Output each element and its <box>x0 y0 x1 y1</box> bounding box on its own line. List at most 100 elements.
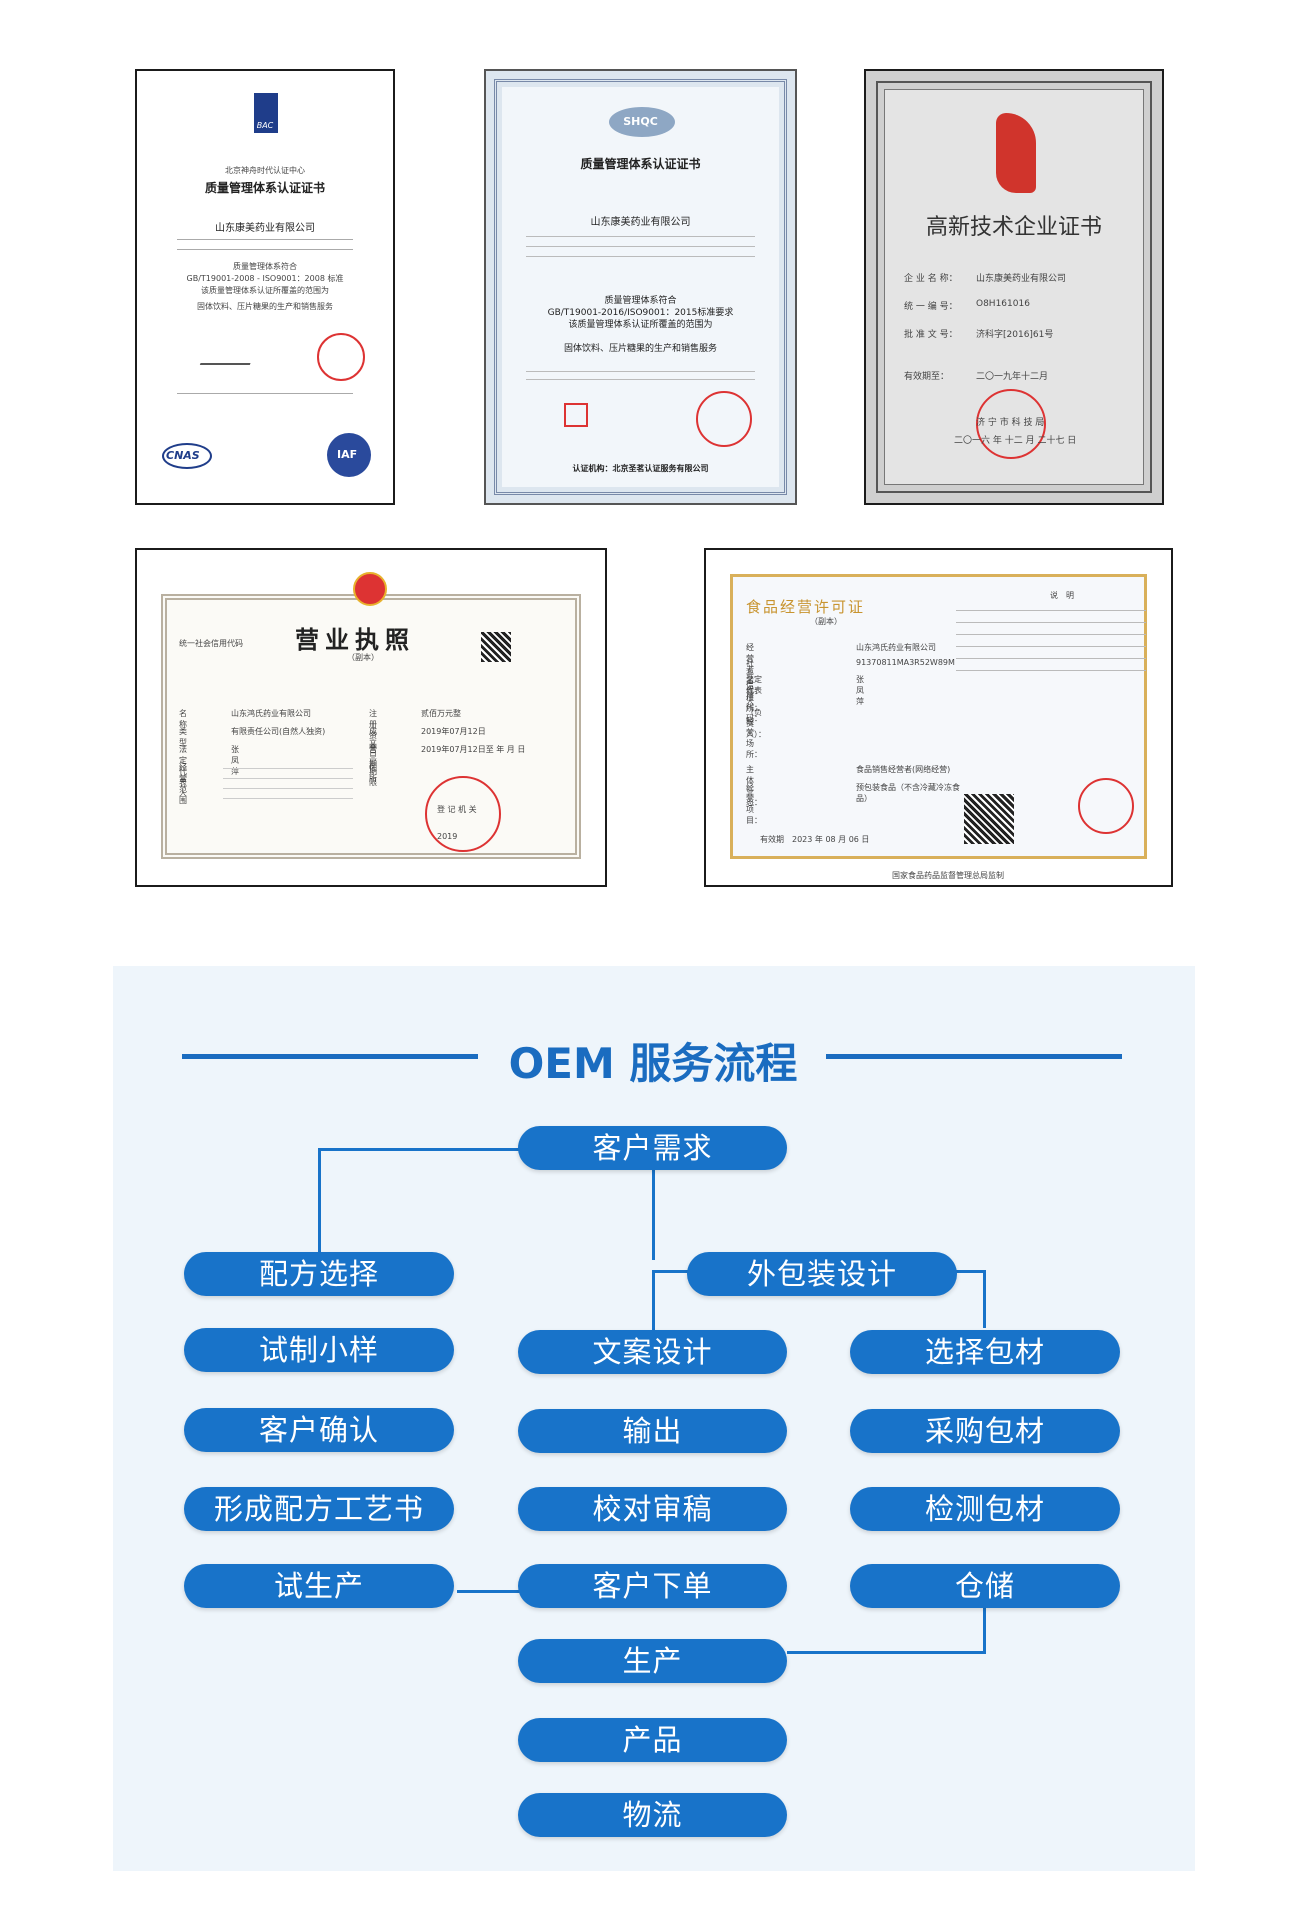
title-divider-left <box>182 1054 478 1059</box>
food-seal <box>1078 778 1134 834</box>
connector <box>318 1148 321 1252</box>
license-subtitle: （副本） <box>347 653 379 662</box>
bac-scope-intro: 该质量管理体系认证所覆盖的范围为 <box>201 286 329 295</box>
license-seal <box>425 776 501 852</box>
shqc-std-code: GB/T19001-2016/ISO9001：2015标准要求 <box>547 308 734 318</box>
shqc-scope: 固体饮料、压片糖果的生产和销售服务 <box>563 344 717 354</box>
title-divider-right <box>826 1054 1122 1059</box>
node-test-material: 检测包材 <box>850 1487 1120 1531</box>
flow-title: OEM 服务流程 <box>508 1039 798 1088</box>
license-row-label: 法定代表人 <box>179 745 187 798</box>
license-qr-code <box>481 632 511 662</box>
hightech-code: O8H161016 <box>976 299 1030 309</box>
iaf-text: IAF <box>337 448 358 461</box>
hightech-approval: 济科字[2016]61号 <box>976 330 1054 340</box>
hightech-code-label: 统 一 编 号： <box>904 302 958 312</box>
hightech-seal <box>976 389 1046 459</box>
connector <box>983 1606 986 1654</box>
connector <box>983 1270 986 1328</box>
bac-company: 山东康美药业有限公司 <box>215 223 315 234</box>
node-product: 产品 <box>518 1718 787 1762</box>
hightech-date: 二〇一六 年 十二 月 二十七 日 <box>954 436 1077 446</box>
license-row-label: 住 所 <box>369 763 393 783</box>
connector <box>955 1270 985 1273</box>
license-title: 营业执照 <box>295 626 415 654</box>
node-storage: 仓储 <box>850 1564 1120 1608</box>
node-package-design: 外包装设计 <box>687 1252 957 1296</box>
hightech-approval-label: 批 准 文 号： <box>904 330 958 340</box>
license-row-label: 类 型 <box>179 727 203 747</box>
license-row-value: 2019年07月12日 <box>421 727 486 736</box>
license-reg-year: 2019 <box>437 832 458 841</box>
node-copywriting: 文案设计 <box>518 1330 787 1374</box>
bac-scope: 固体饮料、压片糖果的生产和销售服务 <box>197 302 333 311</box>
food-row-label: 经 营 者 名 称： <box>746 643 762 696</box>
shqc-logo <box>609 107 675 137</box>
shqc-stamp <box>564 403 588 427</box>
iaf-logo <box>327 433 371 477</box>
bac-signature <box>199 353 255 365</box>
license-row-label: 经营范围 <box>179 763 187 805</box>
food-notes-title: 说 明 <box>1050 591 1074 600</box>
node-customer-order: 客户下单 <box>518 1564 787 1608</box>
shqc-issuer: 认证机构：北京圣茗认证服务有限公司 <box>572 464 709 473</box>
node-formula-selection: 配方选择 <box>184 1252 454 1296</box>
connector <box>652 1170 655 1260</box>
shqc-seal <box>696 391 752 447</box>
hightech-valid-label: 有效期至： <box>904 372 950 382</box>
food-row-label: 社 会 信 用 代 码： <box>746 659 762 723</box>
hightech-valid: 二〇一九年十二月 <box>976 372 1049 382</box>
node-purchase-material: 采购包材 <box>850 1409 1120 1453</box>
shqc-standard: 质量管理体系符合 <box>604 296 677 306</box>
license-row-value: 贰佰万元整 <box>421 709 461 718</box>
food-valid: 有效期 2023 年 08 月 06 日 <box>760 835 870 844</box>
license-row-value: 2019年07月12日至 年 月 日 <box>421 745 526 754</box>
license-row-label: 营业期限 <box>369 745 377 787</box>
license-row-value: 有限责任公司(自然人独资) <box>231 727 326 736</box>
bac-logo-text: BAC <box>256 121 274 130</box>
food-row-label: 法定代表人（负责人）： <box>746 675 766 739</box>
food-row-label: 住 所： <box>746 693 810 713</box>
license-reg-label: 登 记 机 关 <box>437 805 477 814</box>
food-row-value: 预包装食品（不含冷藏冷冻食品） <box>856 783 960 803</box>
node-production: 生产 <box>518 1639 787 1683</box>
hightech-emblem-icon <box>996 113 1036 193</box>
certificate-food-license: 食品经营许可证 （副本） 说 明 经 营 者 名 称： 山东鸿氏药业有限公司 社… <box>704 548 1173 887</box>
cnas-text: CNAS <box>166 449 200 462</box>
node-customer-confirm: 客户确认 <box>184 1408 454 1452</box>
connector <box>787 1651 986 1654</box>
license-row-value: 山东鸿氏药业有限公司 <box>231 709 311 718</box>
food-qr-code <box>964 794 1014 844</box>
bac-logo <box>254 93 278 133</box>
connector <box>457 1590 521 1593</box>
cnas-logo <box>162 443 212 469</box>
license-row-label: 名 称 <box>179 709 203 729</box>
food-row-value: 91370811MA3R52W89M <box>856 658 955 667</box>
food-footer: 国家食品药品监督管理总局监制 <box>892 871 1004 880</box>
node-customer-demand: 客户需求 <box>518 1126 787 1170</box>
food-row-value: 张凤萍 <box>856 675 864 706</box>
national-emblem-icon <box>353 572 387 606</box>
bac-std-code: GB/T19001-2008 - ISO9001：2008 标准 <box>186 274 344 283</box>
node-trial-production: 试生产 <box>184 1564 454 1608</box>
node-trial-sample: 试制小样 <box>184 1328 454 1372</box>
connector <box>318 1148 524 1151</box>
bac-title: 质量管理体系认证证书 <box>204 181 325 195</box>
node-logistics: 物流 <box>518 1793 787 1837</box>
bac-standard: 质量管理体系符合 <box>233 262 297 271</box>
food-row-value: 山东鸿氏药业有限公司 <box>856 643 936 652</box>
license-row-value: 张凤萍 <box>231 745 239 776</box>
food-row-label: 主 体 业 态： <box>746 765 762 807</box>
certificate-shqc: SHQC 质量管理体系认证证书 山东康美药业有限公司 质量管理体系符合 GB/T… <box>484 69 797 505</box>
bac-org: 北京神舟时代认证中心 <box>225 166 305 175</box>
license-row-label: 注册资本 <box>369 709 377 751</box>
bac-seal <box>317 333 365 381</box>
food-row-label: 经 营 场 所： <box>746 717 762 759</box>
node-process-book: 形成配方工艺书 <box>184 1487 454 1531</box>
hightech-title: 高新技术企业证书 <box>925 215 1102 240</box>
food-subtitle: （副本） <box>810 617 842 626</box>
node-output: 输出 <box>518 1409 787 1453</box>
certificate-hightech: 高新技术企业证书 企 业 名 称： 山东康美药业有限公司 统 一 编 号： O8… <box>864 69 1164 505</box>
node-proofread: 校对审稿 <box>518 1487 787 1531</box>
connector <box>652 1270 692 1273</box>
